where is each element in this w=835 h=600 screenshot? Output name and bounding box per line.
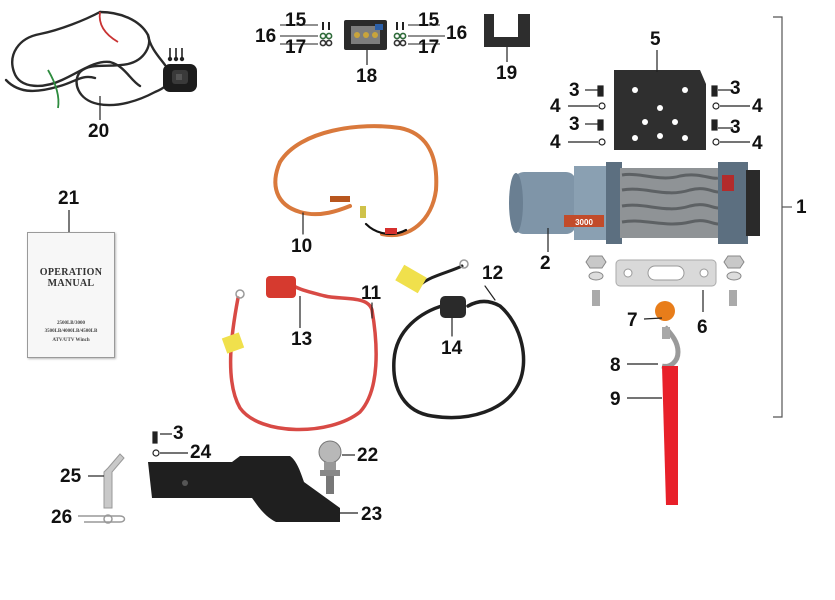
callout-4-lower-right: 4 [752,133,763,154]
callout-8: 8 [610,355,621,376]
callout-16-right: 16 [446,23,468,44]
manual-type-line: ATV/UTV Winch [52,338,90,343]
callout-3-lower-right: 3 [730,117,741,138]
callout-14: 14 [441,338,463,359]
callout-3-upper-right: 3 [730,78,741,99]
callout-26: 26 [51,507,73,528]
manual-spec-line: 3500LB/4000LB/4500LB [44,329,98,334]
callout-10: 10 [291,236,313,257]
plate-bolts-parts-3-4 [568,85,750,146]
manual-title-line1: OPERATION [39,267,103,278]
manual-model-line: 2500LB/3000 [56,321,86,326]
callout-16-left: 16 [255,26,277,47]
contactor-part-18 [344,20,387,65]
callout-5: 5 [650,29,661,50]
hitch-bolt-parts-3-24 [152,431,188,457]
callout-25: 25 [60,466,82,487]
callout-23: 23 [361,504,383,525]
callout-19: 19 [496,63,518,84]
callout-3-hitch: 3 [173,423,184,444]
callout-2: 2 [540,253,551,274]
callout-13: 13 [291,329,313,350]
callout-7: 7 [627,310,638,331]
winch-part-2: 3000 [509,162,760,252]
callout-1: 1 [796,197,807,218]
callout-3-upper-left: 3 [569,80,580,101]
callout-9: 9 [610,389,621,410]
callout-4-lower-left: 4 [550,132,561,153]
orange-cable-part-10 [273,124,439,238]
hitch-clip-part-26 [78,514,126,524]
mounting-plate-part-5 [614,50,706,150]
callout-11: 11 [361,283,382,304]
winch-badge: 3000 [575,218,593,227]
strap-part-9 [627,366,678,505]
callout-15-right: 15 [418,10,440,31]
remote-cable-part-20 [4,10,172,107]
hardware-group-left [280,22,333,47]
operation-manual-part-21: OPERATION MANUAL 2500LB/3000 3500LB/4000… [27,232,115,358]
green-wire [47,69,60,109]
callout-3-lower-left: 3 [569,114,580,135]
assembly-bracket-part-1 [773,16,792,418]
callout-21: 21 [58,188,80,209]
hitch-pin-part-25 [88,453,125,509]
hook-part-8 [627,325,681,369]
callout-20: 20 [88,121,110,142]
callout-17-right: 17 [418,37,440,58]
remote-screws [167,48,185,62]
hitch-ball-part-22 [318,440,355,494]
callout-6: 6 [697,317,708,338]
callout-15-left: 15 [285,10,307,31]
red-wire [98,11,119,43]
black-cable-part-12 [392,259,526,420]
callout-4-upper-right: 4 [752,96,763,117]
callout-12: 12 [482,263,504,284]
callout-18: 18 [356,66,378,87]
red-cable-part-11 [221,276,378,432]
hitch-mount-part-23 [148,456,358,522]
callout-22: 22 [357,445,379,466]
fairlead-part-6 [585,255,745,312]
hook-stopper-part-7 [643,301,675,321]
callout-17-left: 17 [285,37,307,58]
manual-title-line2: MANUAL [47,278,95,289]
remote-switch [163,64,197,92]
bracket-part-19 [484,14,530,62]
hardware-group-right [393,22,445,47]
callout-24: 24 [190,442,212,463]
callout-4-upper-left: 4 [550,96,561,117]
